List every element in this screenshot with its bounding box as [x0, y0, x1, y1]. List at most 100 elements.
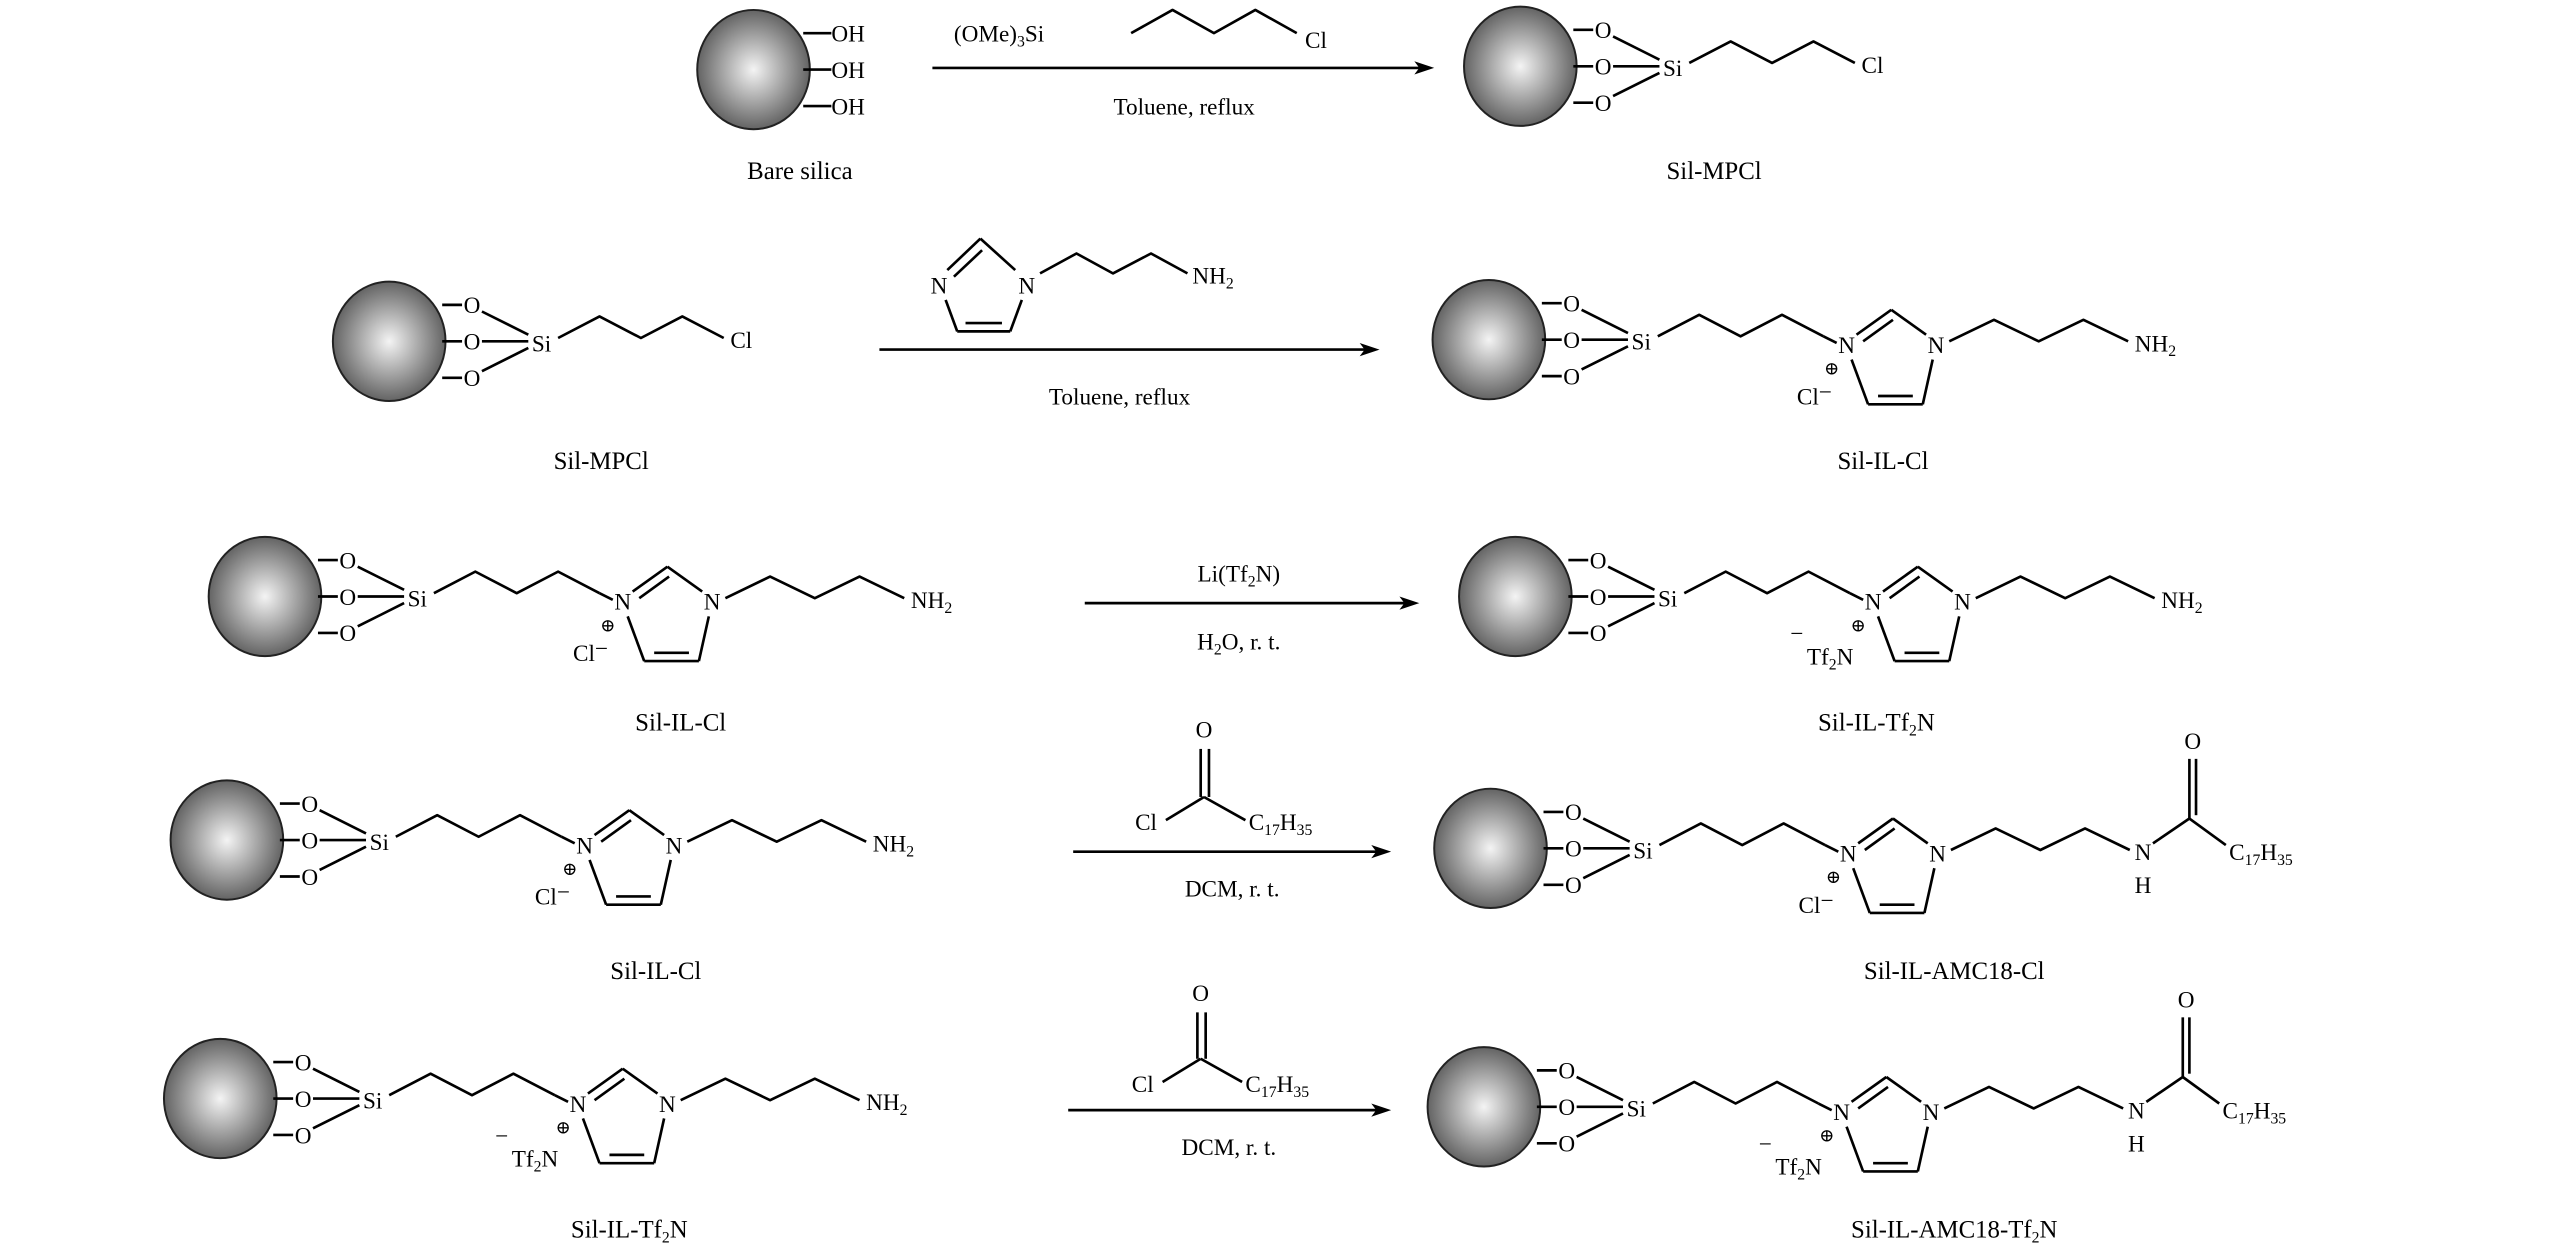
- amide-n-label: N: [2135, 840, 2152, 866]
- label-sil-il-tf2n-reactant: Sil-IL-Tf2N: [571, 1217, 688, 1246]
- oxygen-label: O: [1595, 18, 1612, 44]
- silica-sphere-icon: [1426, 1046, 1542, 1168]
- ring-bond: [593, 809, 631, 837]
- silica-sphere-icon: [207, 535, 323, 658]
- silicon-label: Si: [1658, 586, 1677, 612]
- hydroxyl-label: OH: [831, 21, 865, 47]
- propyl-chain: [433, 570, 601, 595]
- reaction-arrow-4: [1073, 845, 1392, 859]
- oxygen-label: O: [301, 828, 318, 854]
- o-si-bond: [481, 346, 529, 373]
- amine-nh2-label: NH2: [911, 588, 952, 617]
- propyl-chain: [686, 818, 867, 844]
- ring-double-bond: [638, 575, 670, 600]
- n-label: N: [1928, 333, 1945, 359]
- positive-charge-icon: ⊕: [1824, 358, 1839, 378]
- oxygen-label: O: [1558, 1095, 1575, 1121]
- oxygen-label: O: [464, 293, 481, 319]
- ring-bond: [979, 237, 1017, 272]
- oxygen-label: O: [295, 1050, 312, 1076]
- tf2n-anion: Tf2N: [512, 1146, 559, 1175]
- n-plus-label: N: [1865, 590, 1882, 616]
- o-si-bond: [357, 601, 405, 628]
- oxygen-label: O: [1558, 1132, 1575, 1158]
- amide-bond: [2152, 817, 2191, 845]
- negative-charge-icon: −: [1759, 1132, 1772, 1158]
- conditions-step-2: Toluene, reflux: [1049, 384, 1191, 410]
- n-label: N: [1018, 273, 1035, 299]
- c17h35-label: C17H35: [2223, 1098, 2287, 1127]
- propyl-chain: [1950, 827, 2131, 852]
- ring-double-bond: [953, 249, 983, 278]
- propyl-chain: [1975, 575, 2156, 600]
- ring-bond: [946, 237, 982, 272]
- conditions-step-5: DCM, r. t.: [1182, 1135, 1277, 1161]
- n-label: N: [704, 590, 721, 616]
- o-si-bond: [312, 1067, 360, 1094]
- label-sil-mpcl-reactant: Sil-MPCl: [554, 448, 649, 475]
- c-cl-bond: [1161, 1057, 1202, 1084]
- silicon-label: Si: [1663, 56, 1682, 82]
- silicon-label: Si: [1632, 330, 1651, 356]
- silica-sphere-icon: [1463, 5, 1578, 127]
- reaction-arrow-3: [1084, 596, 1420, 610]
- amine-nh2-label: NH2: [866, 1090, 907, 1119]
- ring-bond: [621, 1067, 659, 1095]
- oxygen-label: O: [1590, 585, 1607, 611]
- propyl-chain: [1688, 40, 1856, 65]
- propyl-chain: [1652, 1080, 1820, 1105]
- propyl-chain: [557, 315, 725, 340]
- o-si-bond: [1582, 817, 1631, 843]
- propyl-chain: [1683, 570, 1851, 595]
- carbonyl-o-label: O: [2184, 729, 2201, 755]
- chloride-anion: Cl−: [1799, 888, 1834, 919]
- ring-bond: [1008, 299, 1024, 332]
- n-plus-label: N: [1838, 333, 1855, 359]
- oxygen-label: O: [1558, 1059, 1575, 1085]
- chloride-anion: Cl−: [573, 636, 608, 667]
- amide-n-label: N: [2128, 1098, 2145, 1124]
- n-label: N: [1954, 590, 1971, 616]
- n-label: N: [659, 1092, 676, 1118]
- negative-charge-icon: −: [495, 1123, 508, 1149]
- silicon-label: Si: [408, 586, 427, 612]
- n-plus-label: N: [614, 590, 631, 616]
- propyl-chain: [1039, 252, 1189, 275]
- o-si-bond: [1581, 308, 1629, 335]
- reagent-litf2n: Li(Tf2N): [1198, 562, 1281, 591]
- carbonyl-o-label: O: [1196, 717, 1213, 743]
- chlorine-label: Cl: [730, 328, 752, 354]
- positive-charge-icon: ⊕: [1819, 1126, 1834, 1146]
- n-plus-label: N: [1833, 1100, 1850, 1126]
- chain-n-bond: [1824, 843, 1839, 853]
- c-cl-bond: [1165, 795, 1205, 822]
- tf2n-anion: Tf2N: [1775, 1155, 1822, 1184]
- c-alkyl-bond: [1200, 1057, 1243, 1084]
- ring-bond: [1851, 867, 1872, 914]
- ring-bond: [659, 859, 673, 905]
- trimethoxysilyl-label: (OMe)3Si: [954, 21, 1044, 50]
- oxygen-label: O: [1563, 291, 1580, 317]
- oxygen-label: O: [339, 585, 356, 611]
- oxygen-label: O: [339, 548, 356, 574]
- negative-charge-icon: −: [1790, 621, 1803, 647]
- n-label: N: [931, 273, 948, 299]
- oxygen-label: O: [301, 865, 318, 891]
- reaction-arrow-5: [1068, 1103, 1392, 1117]
- label-sil-il-cl-product: Sil-IL-Cl: [1838, 448, 1929, 475]
- n-plus-label: N: [576, 833, 593, 859]
- o-si-bond: [481, 310, 529, 336]
- silica-sphere-icon: [169, 779, 285, 901]
- c-alkyl-bond: [1203, 795, 1247, 822]
- amine-nh2-label: NH2: [873, 832, 914, 861]
- hydroxyl-label: OH: [831, 58, 865, 84]
- conditions-step-1: Toluene, reflux: [1113, 94, 1255, 120]
- label-sil-il-tf2n-product: Sil-IL-Tf2N: [1818, 710, 1935, 740]
